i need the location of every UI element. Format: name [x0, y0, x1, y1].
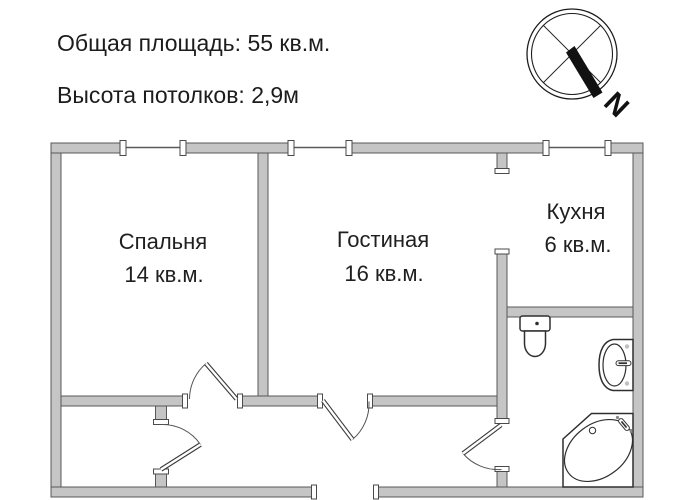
- wall-top-c: [351, 142, 544, 154]
- wall-top-d: [610, 142, 644, 154]
- wall-bottom-b: [373, 486, 644, 498]
- kitchen-area-label: 6 кв.м.: [544, 232, 612, 257]
- wall-corridor-c: [367, 395, 498, 407]
- wall-central: [496, 249, 508, 424]
- closet-door: [159, 423, 202, 472]
- window-bedroom: [119, 140, 187, 156]
- kitchen-name-label: Кухня: [546, 199, 606, 224]
- wall-corridor-b: [237, 395, 323, 407]
- living-room-door: [321, 399, 370, 441]
- living-area-label: 16 кв.м.: [344, 261, 424, 286]
- wall-top-a: [50, 142, 121, 154]
- total-area-text: Общая площадь: 55 кв.м.: [57, 30, 331, 56]
- window-kitchen: [542, 140, 612, 156]
- bathroom-door: [461, 423, 503, 471]
- compass-north-label: N: [597, 86, 634, 124]
- wall-right: [632, 142, 644, 498]
- bedroom-door: [189, 362, 239, 401]
- corner-bathtub-icon: [562, 412, 634, 488]
- toilet-icon: [519, 315, 551, 358]
- bedroom-name-label: Спальня: [118, 229, 208, 254]
- wall-corridor-a: [60, 395, 188, 407]
- compass-icon: N: [526, 8, 635, 124]
- wall-top-b: [185, 142, 289, 154]
- ceiling-height-text: Высота потолков: 2,9м: [57, 82, 299, 108]
- wall-bathroom-top: [506, 306, 634, 318]
- wall-bedroom-living-divider: [257, 152, 269, 397]
- wall-bottom-a: [50, 486, 317, 498]
- wall-left: [50, 142, 62, 498]
- living-name-label: Гостиная: [336, 227, 430, 252]
- window-living: [287, 140, 353, 156]
- wall-end-caps: [153, 168, 510, 500]
- sink-icon: [598, 338, 634, 392]
- bedroom-area-label: 14 кв.м.: [124, 262, 204, 287]
- walls: [50, 142, 644, 498]
